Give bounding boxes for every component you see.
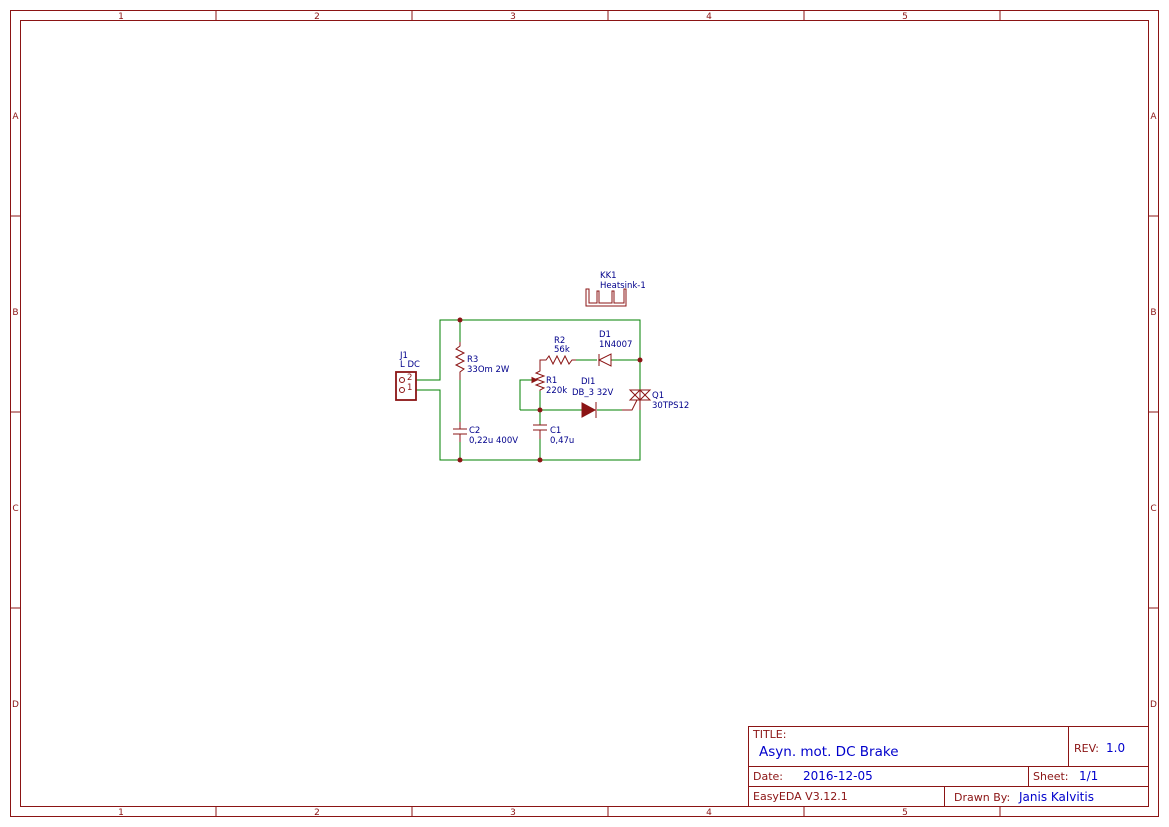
sheet-value: 1/1 <box>1079 769 1098 783</box>
diac-di1: DI1 DB_3 32V <box>572 377 614 418</box>
drawing-title: Asyn. mot. DC Brake <box>759 744 899 760</box>
inner-border <box>20 20 1149 807</box>
diode-d1: D1 1N4007 <box>597 330 632 367</box>
resistor-r3: R3 33Om 2W <box>454 342 510 380</box>
column-label-4: 4 <box>706 12 712 22</box>
sheet-label: Sheet: <box>1033 770 1069 783</box>
column-label-4-bottom: 4 <box>706 808 712 818</box>
wires <box>416 319 641 461</box>
junctions <box>457 317 643 463</box>
capacitor-c2: C2 0,22u 400V <box>453 422 518 446</box>
r3-ref: R3 <box>467 355 478 365</box>
drawn-by-value: Janis Kalvitis <box>1018 790 1094 804</box>
drawing-frame: 1 2 3 4 5 1 2 3 4 5 A B C D A B C D <box>10 10 1159 818</box>
j1-value: L DC <box>400 360 420 370</box>
date-label: Date: <box>753 770 783 783</box>
j1-pin-2: 2 <box>407 373 412 383</box>
q1-value: 30TPS12 <box>652 401 689 411</box>
column-label-3-bottom: 3 <box>510 808 516 818</box>
q1-ref: Q1 <box>652 391 664 401</box>
row-label-b: B <box>12 308 18 318</box>
c1-ref: C1 <box>550 426 561 436</box>
r2-value: 56k <box>554 345 570 355</box>
column-label-1: 1 <box>118 12 124 22</box>
row-label-c-right: C <box>1150 504 1156 514</box>
row-label-d: D <box>12 700 19 710</box>
potentiometer-r1: R1 220k <box>531 369 567 396</box>
column-label-3: 3 <box>510 12 516 22</box>
row-label-a-right: A <box>1150 112 1157 122</box>
row-label-c: C <box>12 504 18 514</box>
r2-ref: R2 <box>554 336 565 346</box>
di1-ref: DI1 <box>581 377 595 387</box>
column-label-1-bottom: 1 <box>118 808 124 818</box>
r1-ref: R1 <box>546 376 557 386</box>
kk1-value: Heatsink-1 <box>600 281 646 291</box>
kk1-ref: KK1 <box>600 271 617 281</box>
junction-dot <box>457 457 463 463</box>
row-label-b-right: B <box>1150 308 1156 318</box>
column-label-2-bottom: 2 <box>314 808 320 818</box>
triac-q1: Q1 30TPS12 <box>622 389 689 411</box>
j1-ref: J1 <box>399 351 408 361</box>
row-label-a: A <box>12 112 19 122</box>
title-block: TITLE: Asyn. mot. DC Brake REV: 1.0 Date… <box>748 726 1149 807</box>
date-value: 2016-12-05 <box>803 769 873 783</box>
d1-ref: D1 <box>599 330 611 340</box>
r3-value: 33Om 2W <box>467 365 510 375</box>
junction-dot <box>637 357 643 363</box>
drawn-by-label: Drawn By: <box>954 791 1010 804</box>
capacitor-c1: C1 0,47u <box>533 424 574 446</box>
junction-dot <box>537 407 543 413</box>
software-version: EasyEDA V3.12.1 <box>753 790 848 803</box>
di1-value: DB_3 32V <box>572 388 614 398</box>
c1-value: 0,47u <box>550 436 574 446</box>
heatsink-kk1: KK1 Heatsink-1 <box>585 271 646 307</box>
title-label: TITLE: <box>752 728 786 741</box>
j1-pin-1: 1 <box>407 383 412 393</box>
c2-value: 0,22u 400V <box>469 436 518 446</box>
resistor-r2: R2 56k <box>539 336 576 369</box>
rev-label: REV: <box>1074 742 1099 755</box>
connector-j1: 2 1 J1 L DC <box>395 351 420 401</box>
outer-border <box>10 10 1159 817</box>
rev-value: 1.0 <box>1106 741 1125 755</box>
row-label-d-right: D <box>1150 700 1157 710</box>
junction-dot <box>537 457 543 463</box>
column-label-5: 5 <box>902 12 908 22</box>
junction-dot <box>457 317 463 323</box>
column-label-5-bottom: 5 <box>902 808 908 818</box>
column-label-2: 2 <box>314 12 320 22</box>
d1-value: 1N4007 <box>599 340 632 350</box>
c2-ref: C2 <box>469 426 480 436</box>
r1-value: 220k <box>546 386 567 396</box>
